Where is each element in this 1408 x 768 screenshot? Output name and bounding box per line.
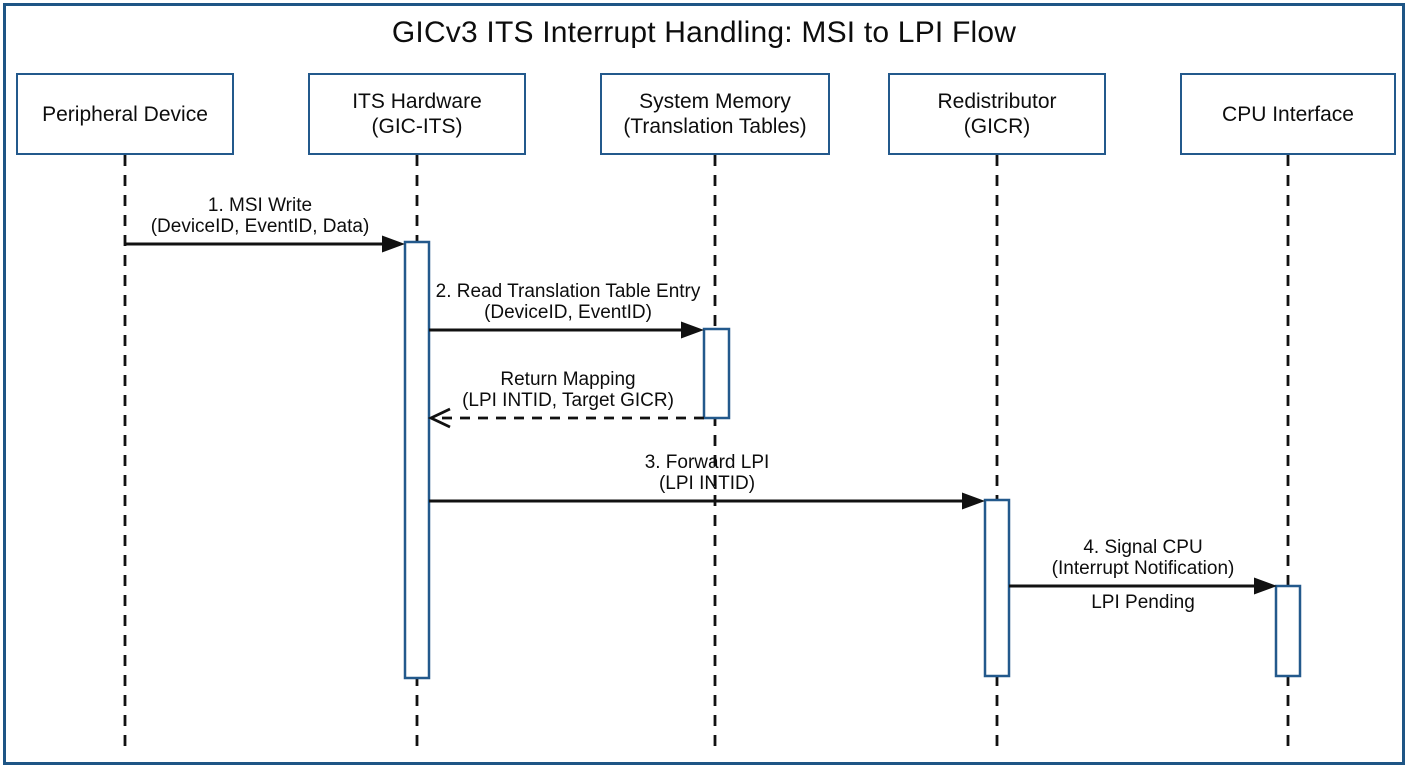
activation-system-memory	[702, 327, 731, 420]
activation-cpu-interface	[1274, 584, 1302, 678]
actor-label: Peripheral Device	[42, 102, 208, 126]
annotation-text: LPI Pending	[1091, 592, 1195, 613]
actor-box-peripheral-device: Peripheral Device	[16, 73, 234, 155]
message-line2: (Interrupt Notification)	[1051, 558, 1235, 579]
message-line2: (DeviceID, EventID, Data)	[150, 216, 370, 237]
message-label-msi-write: 1. MSI Write (DeviceID, EventID, Data)	[115, 195, 405, 237]
activation-its-hardware	[403, 240, 431, 680]
message-line2: (DeviceID, EventID)	[484, 302, 652, 323]
actor-sublabel: (GICR)	[963, 115, 1031, 138]
arrowhead-read-table	[681, 321, 704, 339]
arrowhead-msi-write	[382, 235, 405, 253]
actor-label: ITS Hardware	[352, 90, 482, 113]
message-label-forward-lpi: 3. Forward LPI (LPI INTID)	[429, 452, 985, 494]
message-line2: (LPI INTID, Target GICR)	[462, 390, 674, 411]
actor-sublabel: (Translation Tables)	[623, 115, 807, 138]
annotation-lpi-pending: LPI Pending	[1003, 592, 1283, 613]
sequence-diagram: GICv3 ITS Interrupt Handling: MSI to LPI…	[3, 3, 1405, 765]
arrowhead-return-mapping	[427, 407, 451, 429]
actor-box-redistributor: Redistributor (GICR)	[888, 73, 1106, 155]
actor-box-system-memory: System Memory (Translation Tables)	[600, 73, 830, 155]
arrowhead-forward-lpi	[962, 492, 985, 510]
actor-label: System Memory	[639, 90, 791, 113]
actor-sublabel: (GIC-ITS)	[371, 115, 463, 138]
diagram-canvas	[123, 155, 1302, 748]
message-line1: 1. MSI Write	[207, 195, 313, 216]
message-line1: 2. Read Translation Table Entry	[435, 281, 701, 302]
actor-box-its-hardware: ITS Hardware (GIC-ITS)	[308, 73, 526, 155]
message-line2: (LPI INTID)	[658, 473, 756, 494]
actor-label: Redistributor	[937, 90, 1057, 113]
message-line1: 3. Forward LPI	[644, 452, 770, 473]
diagram-title: GICv3 ITS Interrupt Handling: MSI to LPI…	[391, 16, 1017, 49]
message-line1: Return Mapping	[500, 369, 636, 390]
message-label-return-mapping: Return Mapping (LPI INTID, Target GICR)	[423, 369, 713, 411]
activation-redistributor	[983, 498, 1011, 678]
actor-label: CPU Interface	[1222, 102, 1354, 126]
message-label-signal-cpu: 4. Signal CPU (Interrupt Notification)	[1003, 537, 1283, 579]
arrowhead-signal-cpu	[1254, 577, 1277, 595]
actor-box-cpu-interface: CPU Interface	[1180, 73, 1396, 155]
message-line1: 4. Signal CPU	[1083, 537, 1203, 558]
message-label-read-table: 2. Read Translation Table Entry (DeviceI…	[423, 281, 713, 323]
